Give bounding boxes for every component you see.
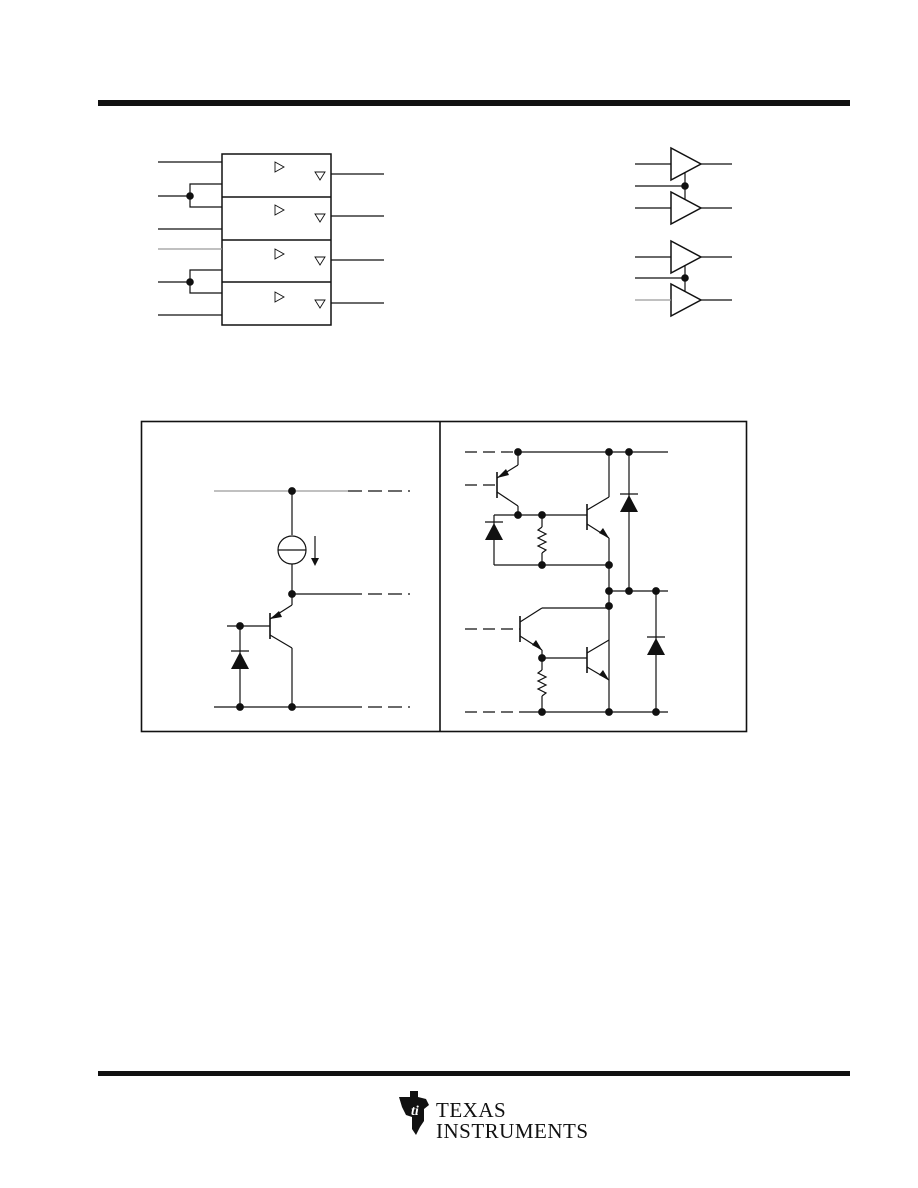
- buffer-symbol-icon: [274, 248, 285, 260]
- junction-dot: [681, 182, 689, 190]
- diode-icon: [620, 495, 638, 512]
- svg-text:ti: ti: [411, 1104, 419, 1119]
- company-logo: ti TEXAS INSTRUMENTS: [396, 1085, 588, 1145]
- resistor-icon: [536, 669, 548, 697]
- company-name-line2: INSTRUMENTS: [436, 1119, 589, 1143]
- header-rule: [98, 100, 850, 106]
- arrow-down-icon: [311, 558, 319, 566]
- buffer-symbol-icon: [274, 161, 285, 173]
- typical-output-schematic: [465, 448, 668, 716]
- texas-instruments-logo: ti: [399, 1091, 429, 1135]
- open-collector-icon: [314, 256, 326, 266]
- open-collector-icon: [314, 299, 326, 309]
- buffer-gate-icon: [670, 282, 703, 318]
- footer-rule: [98, 1071, 850, 1076]
- schematics-frame: [140, 420, 748, 733]
- junction-dot: [681, 274, 689, 282]
- buffer-gate-icon: [670, 239, 703, 275]
- open-collector-icon: [314, 213, 326, 223]
- buffer-gate-icon: [670, 190, 703, 226]
- diode-icon: [485, 523, 503, 540]
- logic-diagram: [635, 146, 732, 318]
- buffer-gate-icon: [670, 146, 703, 182]
- logic-symbol: [158, 153, 384, 326]
- diode-icon: [231, 652, 249, 669]
- equivalent-input-schematic: [214, 487, 410, 711]
- junction-dot: [186, 192, 194, 200]
- open-collector-icon: [314, 171, 326, 181]
- resistor-icon: [536, 526, 548, 554]
- diode-icon: [647, 638, 665, 655]
- buffer-symbol-icon: [274, 204, 285, 216]
- buffer-symbol-icon: [274, 291, 285, 303]
- junction-dot: [186, 278, 194, 286]
- company-name-line1: TEXAS: [436, 1098, 507, 1122]
